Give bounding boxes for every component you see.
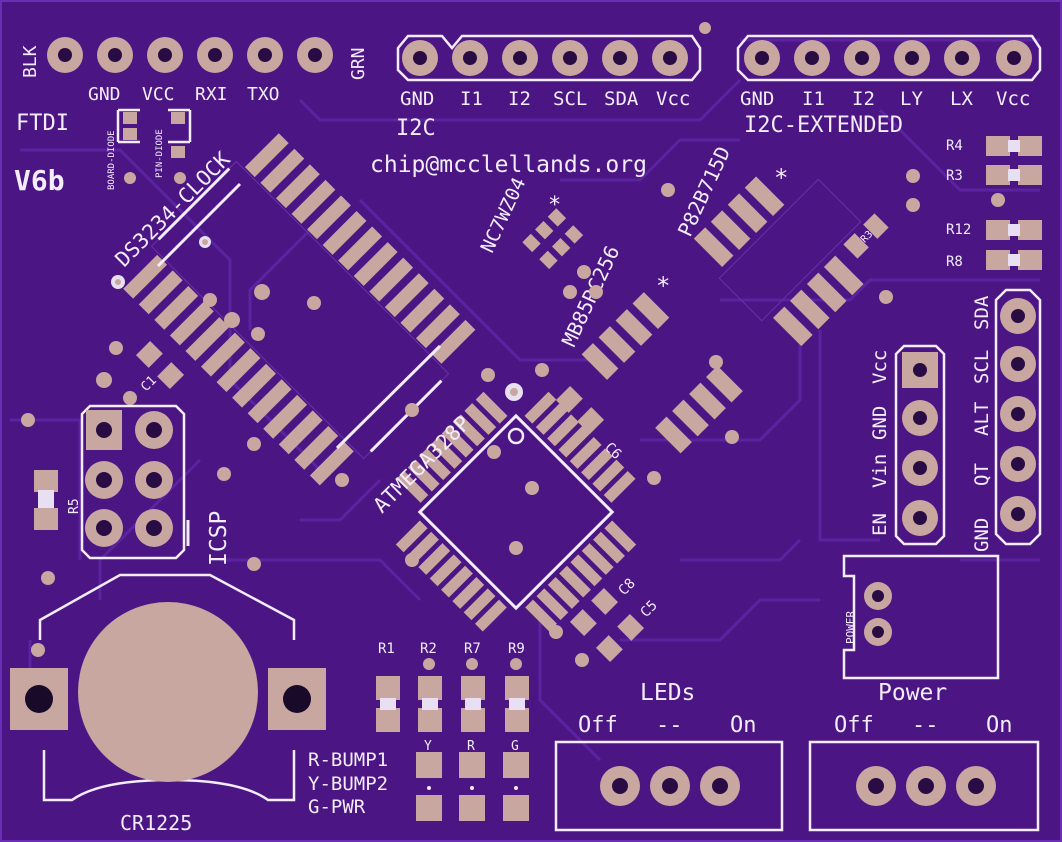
email-label: chip@mcclellands.org bbox=[370, 152, 647, 178]
r5-label: R5 bbox=[67, 498, 82, 514]
ftdi-pin-gnd-label: GND bbox=[88, 84, 121, 105]
capacitor-c8 bbox=[569, 587, 619, 637]
r9-label: R9 bbox=[508, 641, 525, 657]
ftdi-title: FTDI bbox=[16, 111, 69, 136]
ftdi-pin-vcc-label: VCC bbox=[142, 84, 175, 105]
battery-pad bbox=[78, 602, 258, 782]
power-header-vcc-label: Vcc bbox=[869, 350, 891, 384]
r12-label: R12 bbox=[946, 222, 971, 238]
r7-label: R7 bbox=[464, 641, 481, 657]
i2c-extended-header: GND I1 I2 LY LX Vcc I2C-EXTENDED bbox=[736, 34, 1042, 138]
capacitor-c6 bbox=[555, 385, 605, 435]
diodes: BOARD-DIODE PIN-DIODE bbox=[107, 108, 192, 190]
i2c-pin-i1-label: I1 bbox=[460, 88, 483, 110]
ftdi-pin-rxi-label: RXI bbox=[195, 84, 228, 105]
i2c-pin-i2-label: I2 bbox=[508, 88, 531, 110]
capacitor-c5 bbox=[595, 613, 645, 663]
power-header-vin-label: Vin bbox=[869, 454, 891, 488]
i2c-pin-vcc-label: Vcc bbox=[656, 88, 690, 110]
nc7wz04-chip bbox=[522, 208, 584, 270]
led-resistors: R1 R2 R7 R9 bbox=[376, 641, 529, 732]
leds-mid-label: -- bbox=[656, 713, 683, 738]
led-pads: Y R G R-BUMP1 Y-BUMP2 G-PWR bbox=[308, 739, 529, 821]
power-header: Vcc GND Vin EN bbox=[869, 344, 946, 546]
r8-label: R8 bbox=[946, 254, 963, 270]
r4-label: R4 bbox=[946, 138, 963, 154]
led-y-label: Y bbox=[424, 739, 432, 754]
i2c-header: GND I1 I2 SCL SDA Vcc I2C bbox=[396, 34, 702, 141]
vias bbox=[21, 183, 739, 667]
legend-r-bump1: R-BUMP1 bbox=[308, 749, 388, 771]
leds-switch: LEDs Off -- On bbox=[554, 680, 784, 832]
i2c-pin-gnd-label: GND bbox=[400, 88, 434, 110]
right-resistors: R4 R3 R12 R8 bbox=[699, 22, 1042, 304]
alt-header-scl-label: SCL bbox=[971, 350, 993, 384]
leds-on-label: On bbox=[730, 713, 757, 738]
i2c-title: I2C bbox=[396, 116, 436, 141]
i2c-pin-scl-label: SCL bbox=[553, 88, 587, 110]
mb85-marker: * bbox=[656, 272, 670, 300]
battery-holder: CR1225 bbox=[10, 573, 326, 835]
power-header-gnd-label: GND bbox=[869, 406, 891, 440]
leds-title: LEDs bbox=[640, 680, 695, 706]
i2c-ext-pin-i2-label: I2 bbox=[852, 88, 875, 110]
p82b715d-chip bbox=[693, 176, 864, 347]
version-label: V6b bbox=[14, 164, 65, 197]
i2c-ext-pin-lx-label: LX bbox=[950, 88, 973, 110]
resistor-r5: R5 bbox=[34, 470, 82, 530]
pin-diode-label: PIN-DIODE bbox=[155, 129, 165, 178]
traces bbox=[10, 38, 1040, 762]
c8-label: C8 bbox=[616, 576, 639, 599]
ftdi-pin-txo-label: TXO bbox=[247, 84, 280, 105]
icsp-label: ICSP bbox=[206, 511, 232, 566]
i2c-ext-pin-gnd-label: GND bbox=[740, 88, 774, 110]
led-r-label: R bbox=[467, 739, 475, 754]
power-on-label: On bbox=[986, 713, 1013, 738]
c1-label: C1 bbox=[138, 373, 160, 395]
i2c-ext-pin-ly-label: LY bbox=[900, 88, 923, 110]
leds-off-label: Off bbox=[578, 713, 618, 738]
ds3234-clock-chip bbox=[123, 133, 476, 486]
power-header-en-label: EN bbox=[869, 513, 891, 536]
nc7-marker: * bbox=[548, 193, 561, 218]
mb85rc256-chip bbox=[581, 292, 743, 454]
r1-label: R1 bbox=[378, 641, 395, 657]
board-diode-label: BOARD-DIODE bbox=[107, 130, 117, 190]
c5-label: C5 bbox=[638, 598, 661, 621]
alt-header-sda-label: SDA bbox=[971, 295, 993, 330]
alt-header-qt-label: QT bbox=[971, 463, 993, 486]
i2c-pin-sda-label: SDA bbox=[604, 88, 639, 110]
icsp-header: ICSP bbox=[80, 404, 232, 566]
power-title: Power bbox=[878, 680, 947, 706]
power-switch: Power Off -- On bbox=[808, 680, 1040, 832]
battery-label: CR1225 bbox=[120, 811, 192, 835]
ftdi-header: BLK GND VCC RXI TXO GRN FTDI V6b bbox=[14, 37, 369, 197]
r3b-resistor: R3 bbox=[843, 213, 889, 259]
alt-header-gnd-label: GND bbox=[971, 518, 993, 552]
atmega328p-chip bbox=[395, 391, 637, 632]
i2c-ext-pin-vcc-label: Vcc bbox=[996, 88, 1030, 110]
r2-label: R2 bbox=[420, 641, 437, 657]
r3-label: R3 bbox=[946, 168, 963, 184]
power-mid-label: -- bbox=[912, 713, 939, 738]
i2c-ext-pin-i1-label: I1 bbox=[802, 88, 825, 110]
led-g-label: G bbox=[511, 739, 519, 754]
power-off-label: Off bbox=[834, 713, 874, 738]
ftdi-pin-blk-label: BLK bbox=[20, 45, 41, 78]
legend-g-pwr: G-PWR bbox=[308, 796, 366, 818]
i2c-ext-title: I2C-EXTENDED bbox=[744, 113, 903, 138]
power-connector-label: POWER bbox=[844, 611, 857, 644]
i2c-alt-header: SDA SCL ALT QT GND bbox=[971, 288, 1042, 552]
alt-header-alt-label: ALT bbox=[971, 402, 993, 436]
capacitor-c1 bbox=[135, 340, 185, 390]
p82-marker: * bbox=[774, 164, 788, 192]
power-connector: POWER bbox=[842, 554, 1000, 680]
ftdi-pin-grn-label: GRN bbox=[348, 47, 369, 80]
legend-y-bump2: Y-BUMP2 bbox=[308, 773, 388, 795]
nc7wz04-label: NC7WZ04 bbox=[477, 174, 531, 256]
